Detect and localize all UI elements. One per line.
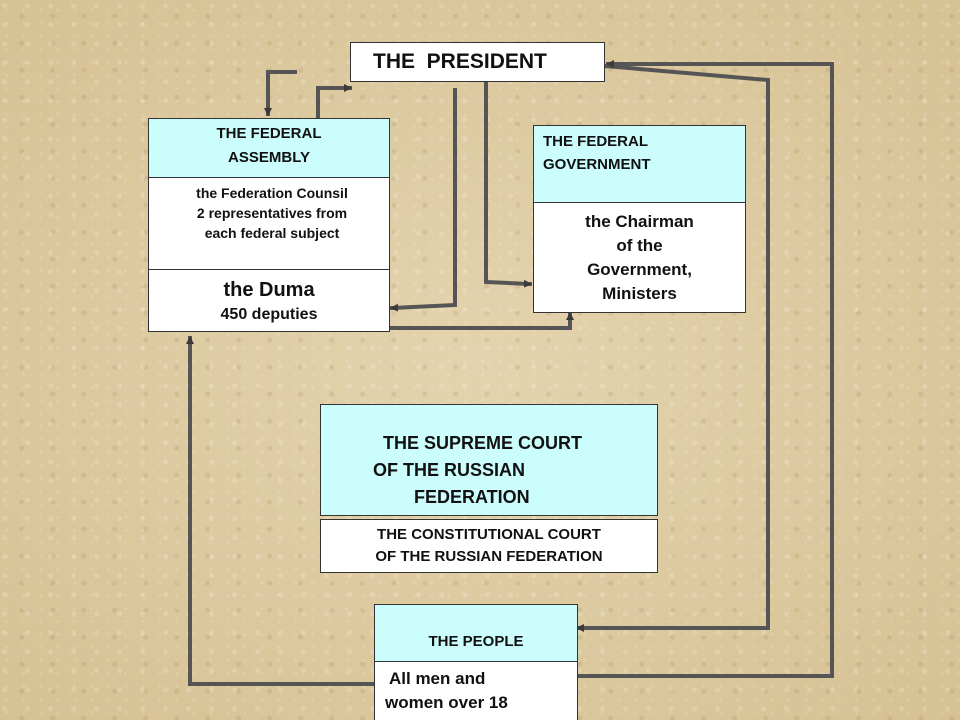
federal-government-members: the Chairman of the Government, Minister… (534, 202, 745, 312)
government-body-line3: Government, (587, 260, 692, 279)
arrow-people-to-president (576, 60, 834, 678)
duma-title: the Duma (223, 279, 315, 301)
supreme-court-line1: THE SUPREME COURT (383, 433, 583, 453)
federal-assembly-title-line2: ASSEMBLY (228, 149, 310, 166)
supreme-court-line3: FEDERATION (414, 487, 530, 507)
government-body-line1: the Chairman (585, 212, 694, 231)
arrow-president-to-government (484, 80, 533, 288)
federal-government-header: THE FEDERAL GOVERNMENT (534, 126, 745, 203)
constitutional-court-line1: THE CONSTITUTIONAL COURT (377, 526, 601, 543)
arrow-duma-to-government (390, 312, 574, 330)
federation-council-section: the Federation Counsil 2 representatives… (149, 177, 389, 270)
federal-assembly-box: THE FEDERAL ASSEMBLY the Federation Coun… (148, 118, 390, 332)
federation-council-line1: the Federation Counsil (196, 185, 348, 201)
duma-section: the Duma 450 deputies (149, 269, 389, 331)
federal-government-box: THE FEDERAL GOVERNMENT the Chairman of t… (533, 125, 746, 313)
federal-government-title-line2: GOVERNMENT (543, 156, 651, 173)
supreme-court-box: THE SUPREME COURT OF THE RUSSIAN FEDERAT… (320, 404, 658, 516)
people-title: THE PEOPLE (428, 633, 524, 650)
arrow-president-to-people (576, 63, 770, 632)
government-body-line4: Ministers (602, 284, 677, 303)
government-body-line2: of the (616, 236, 663, 255)
people-header: THE PEOPLE (375, 605, 577, 662)
president-title: THE PRESIDENT (373, 50, 547, 73)
federal-assembly-header: THE FEDERAL ASSEMBLY (149, 119, 389, 178)
arrow-president-to-duma (389, 88, 457, 312)
federal-assembly-title-line1: THE FEDERAL (216, 125, 322, 142)
federation-council-line3: each federal subject (204, 225, 340, 241)
constitutional-court-box: THE CONSTITUTIONAL COURT OF THE RUSSIAN … (320, 519, 658, 573)
federal-government-title-line1: THE FEDERAL (543, 133, 648, 150)
arrow-people-to-duma (186, 336, 376, 686)
federation-council-line2: 2 representatives from (196, 205, 348, 221)
supreme-court-line2: OF THE RUSSIAN (373, 460, 526, 480)
people-body-line2: women over 18 (385, 693, 508, 712)
people-body-line1: All men and (389, 669, 486, 688)
arrow-assembly-to-president (316, 84, 352, 118)
president-box: THE PRESIDENT (350, 42, 605, 82)
constitutional-court-line2: OF THE RUSSIAN FEDERATION (375, 548, 603, 565)
people-box: THE PEOPLE All men and women over 18 (374, 604, 578, 720)
duma-deputies: 450 deputies (220, 306, 318, 323)
